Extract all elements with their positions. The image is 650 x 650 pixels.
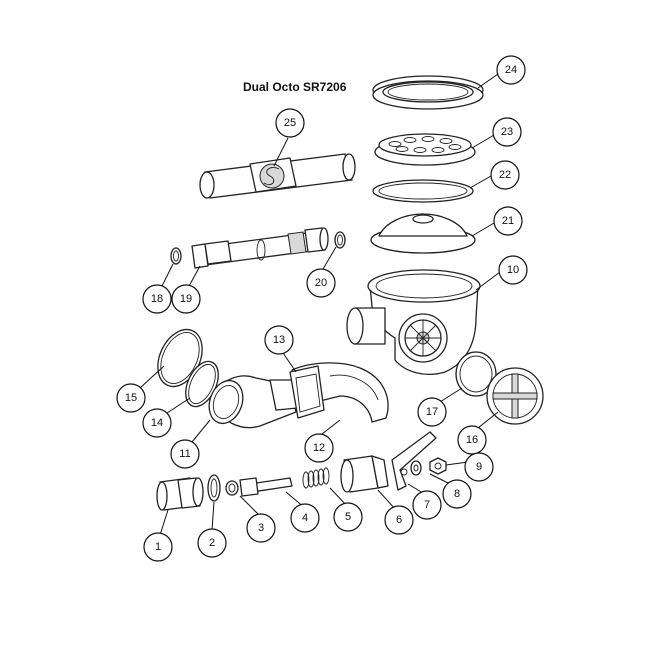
callout-13-label: 13 [273, 334, 285, 346]
callout-16-label: 16 [466, 434, 478, 446]
part-23-grate [374, 133, 476, 166]
part-1-fitting [156, 477, 204, 511]
callout-14-label: 14 [151, 417, 163, 429]
callout-1: 1 [143, 532, 173, 562]
part-11-elbow [208, 375, 299, 429]
callout-21-label: 21 [502, 215, 514, 227]
callout-4-label: 4 [302, 512, 308, 524]
part-14-o-ring [185, 360, 219, 408]
callout-19: 19 [171, 284, 201, 314]
callout-6-label: 6 [396, 514, 402, 526]
callout-3-label: 3 [258, 522, 264, 534]
part-20-o-ring [334, 231, 346, 249]
part-2-o-ring [207, 474, 221, 502]
callout-10: 10 [498, 255, 528, 285]
callout-15: 15 [116, 383, 146, 413]
callout-10-label: 10 [507, 264, 519, 276]
callout-7-label: 7 [424, 499, 430, 511]
callout-9: 9 [464, 452, 494, 482]
callout-7: 7 [412, 490, 442, 520]
callout-5: 5 [333, 502, 363, 532]
part-18-o-ring [170, 247, 182, 265]
callout-14: 14 [142, 408, 172, 438]
callout-1-label: 1 [155, 541, 161, 553]
callout-11-label: 11 [179, 448, 190, 460]
callout-25-label: 25 [284, 117, 296, 129]
callout-4: 4 [290, 503, 320, 533]
part-5-spring [302, 467, 330, 489]
callout-20-label: 20 [315, 277, 327, 289]
callout-2: 2 [197, 528, 227, 558]
callout-21: 21 [493, 206, 523, 236]
part-10-drain-body [346, 269, 481, 375]
callout-17-label: 17 [426, 406, 438, 418]
callout-25: 25 [275, 108, 305, 138]
callout-3: 3 [246, 513, 276, 543]
part-25-pipe [199, 153, 356, 199]
part-4-plunger [239, 477, 293, 497]
callout-13: 13 [264, 325, 294, 355]
callout-18-label: 18 [151, 293, 163, 305]
callout-23-label: 23 [501, 126, 513, 138]
callout-18: 18 [142, 284, 172, 314]
part-9-nut [429, 457, 447, 475]
callout-9-label: 9 [476, 461, 482, 473]
part-6-collar [340, 455, 389, 493]
callout-20: 20 [306, 268, 336, 298]
part-7-lever [391, 431, 437, 491]
callout-24-label: 24 [505, 64, 517, 76]
callout-5-label: 5 [345, 511, 351, 523]
callout-15-label: 15 [125, 392, 137, 404]
callout-12-label: 12 [313, 442, 325, 454]
callout-12: 12 [304, 433, 334, 463]
part-8-washer [410, 460, 422, 476]
callout-17: 17 [417, 397, 447, 427]
part-3-cap [225, 480, 239, 496]
part-15-clip-ring [157, 328, 203, 388]
part-22-gasket [372, 179, 474, 203]
part-17-flat-gasket [455, 351, 497, 397]
callout-22: 22 [490, 160, 520, 190]
callout-6: 6 [384, 505, 414, 535]
part-21-dome-cover [370, 213, 476, 254]
diagram-title: Dual Octo SR7206 [243, 80, 347, 94]
part-12-elbow-housing [289, 362, 389, 423]
callout-22-label: 22 [499, 169, 511, 181]
callout-8-label: 8 [454, 488, 460, 500]
part-19-connector [191, 227, 329, 269]
callout-24: 24 [496, 55, 526, 85]
callout-19-label: 19 [180, 293, 192, 305]
callout-11: 11 [170, 439, 200, 469]
callout-8: 8 [442, 479, 472, 509]
part-16-cross-grate [486, 367, 544, 425]
callout-16: 16 [457, 425, 487, 455]
callout-23: 23 [492, 117, 522, 147]
part-24-rim-ring [372, 75, 484, 110]
callout-2-label: 2 [209, 537, 215, 549]
